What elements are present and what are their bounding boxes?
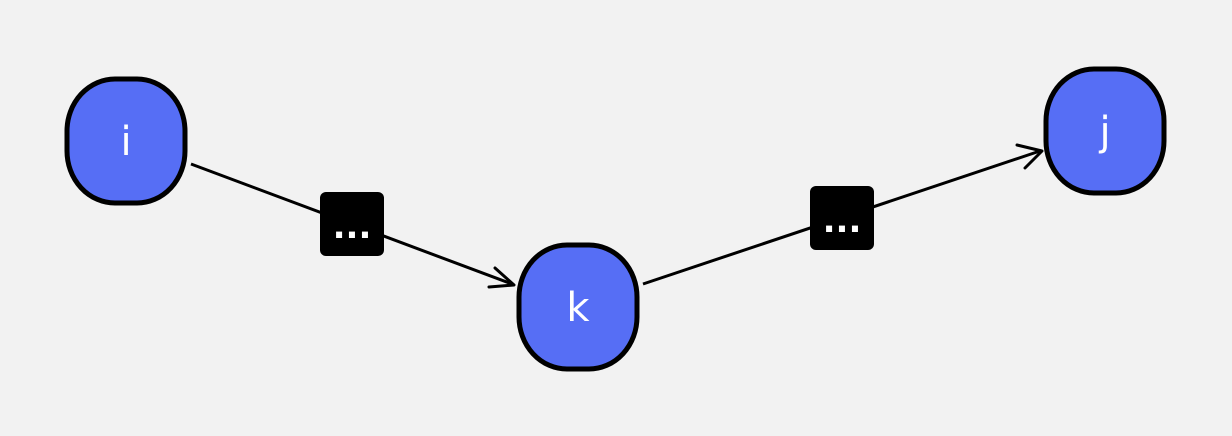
node-shape [1043, 66, 1167, 196]
node-i: i [64, 76, 188, 206]
edge-k-to-j: ... [642, 143, 1044, 286]
arrowhead-icon [1015, 143, 1044, 170]
node-label: i [120, 119, 131, 165]
edge-label-box [810, 186, 874, 250]
arrowhead-icon [487, 266, 516, 289]
node-shape [64, 76, 188, 206]
node-k: k [516, 242, 640, 372]
node-j: j [1043, 66, 1167, 196]
node-shape [516, 242, 640, 372]
edge-label: ... [823, 201, 862, 241]
edge-label: ... [333, 207, 372, 247]
edge-i-to-k: ... [190, 162, 516, 289]
node-label: k [566, 285, 590, 331]
node-label: j [1098, 109, 1110, 155]
edge-label-box [320, 192, 384, 256]
